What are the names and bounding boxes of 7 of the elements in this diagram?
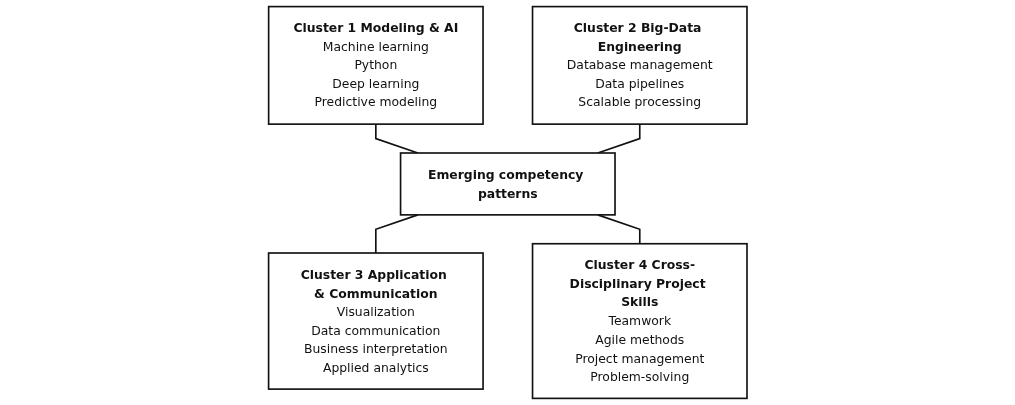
node-box: Cluster 3 Application & Communication Visualization Data communication Business interpretation Applied analytics: [267, 252, 484, 390]
node-box: Cluster 4 Cross-Disciplinary Project Skills Teamwork Agile methods Project management Problem-solving: [531, 242, 748, 400]
node-box: Emerging competency patterns: [399, 152, 616, 216]
connector: [374, 123, 419, 154]
connector: [374, 214, 419, 254]
node-box: Cluster 1 Modeling & AI Machine learning Python Deep learning Predictive modeling: [267, 5, 484, 125]
node-box: Cluster 2 Big-Data Engineering Database management Data pipelines Scalable processing: [531, 5, 748, 125]
